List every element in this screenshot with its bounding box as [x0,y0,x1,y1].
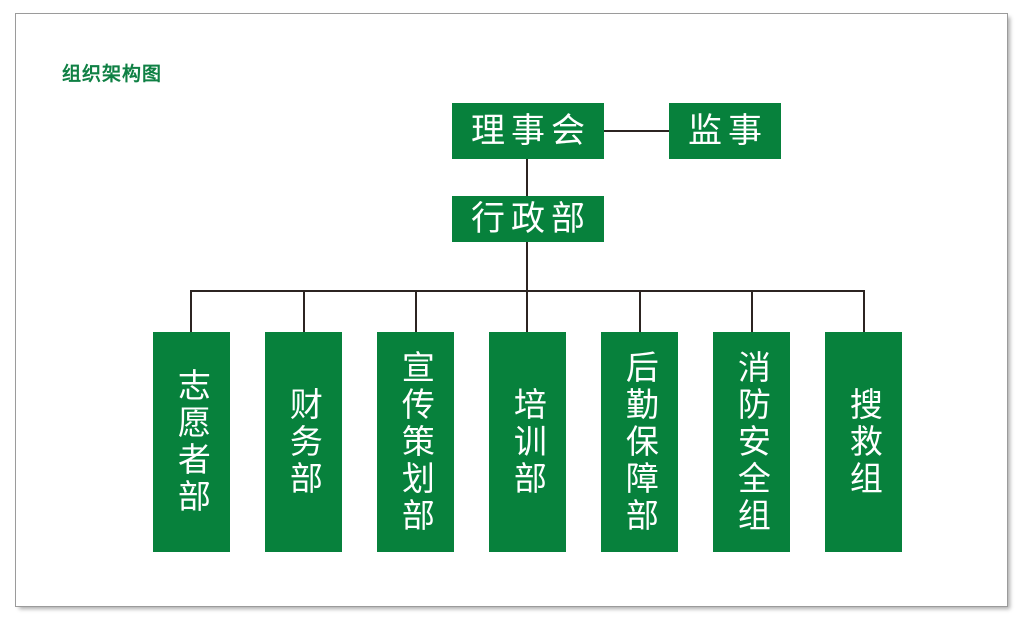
node-admin[interactable]: 行政部 [452,196,604,242]
node-training-label: 培训部 [508,386,548,498]
node-training[interactable]: 培训部 [489,332,566,552]
connector-drop-finance [303,290,305,332]
node-rescue[interactable]: 搜救组 [825,332,902,552]
node-logistics-label: 后勤保障部 [620,349,660,535]
node-logistics[interactable]: 后勤保障部 [601,332,678,552]
node-firesafety[interactable]: 消防安全组 [713,332,790,552]
node-finance[interactable]: 财务部 [265,332,342,552]
connector-drop-logistics [639,290,641,332]
org-chart-card: 组织架构图 理事会 监事 行政部 志愿者部 财务部 宣传策划部 培训部 后勤保障… [15,13,1008,607]
connector-drop-volunteer [190,290,192,332]
connector-board-to-supervisor [604,130,669,132]
node-publicity[interactable]: 宣传策划部 [377,332,454,552]
node-board-label: 理事会 [471,111,591,151]
node-firesafety-label: 消防安全组 [732,349,772,535]
node-publicity-label: 宣传策划部 [396,349,436,535]
node-finance-label: 财务部 [284,386,324,498]
node-volunteer-label: 志愿者部 [172,368,212,516]
connector-drop-firesafety [751,290,753,332]
node-board[interactable]: 理事会 [452,103,604,159]
connector-drop-publicity [415,290,417,332]
connector-board-to-admin [526,159,528,196]
connector-drop-rescue [863,290,865,332]
node-rescue-label: 搜救组 [844,386,884,498]
node-admin-label: 行政部 [471,199,591,239]
connector-drop-training [526,290,528,332]
node-supervisor[interactable]: 监事 [669,103,781,159]
node-volunteer[interactable]: 志愿者部 [153,332,230,552]
connector-admin-stem [526,242,528,291]
page-title: 组织架构图 [62,63,163,85]
node-supervisor-label: 监事 [688,111,768,151]
